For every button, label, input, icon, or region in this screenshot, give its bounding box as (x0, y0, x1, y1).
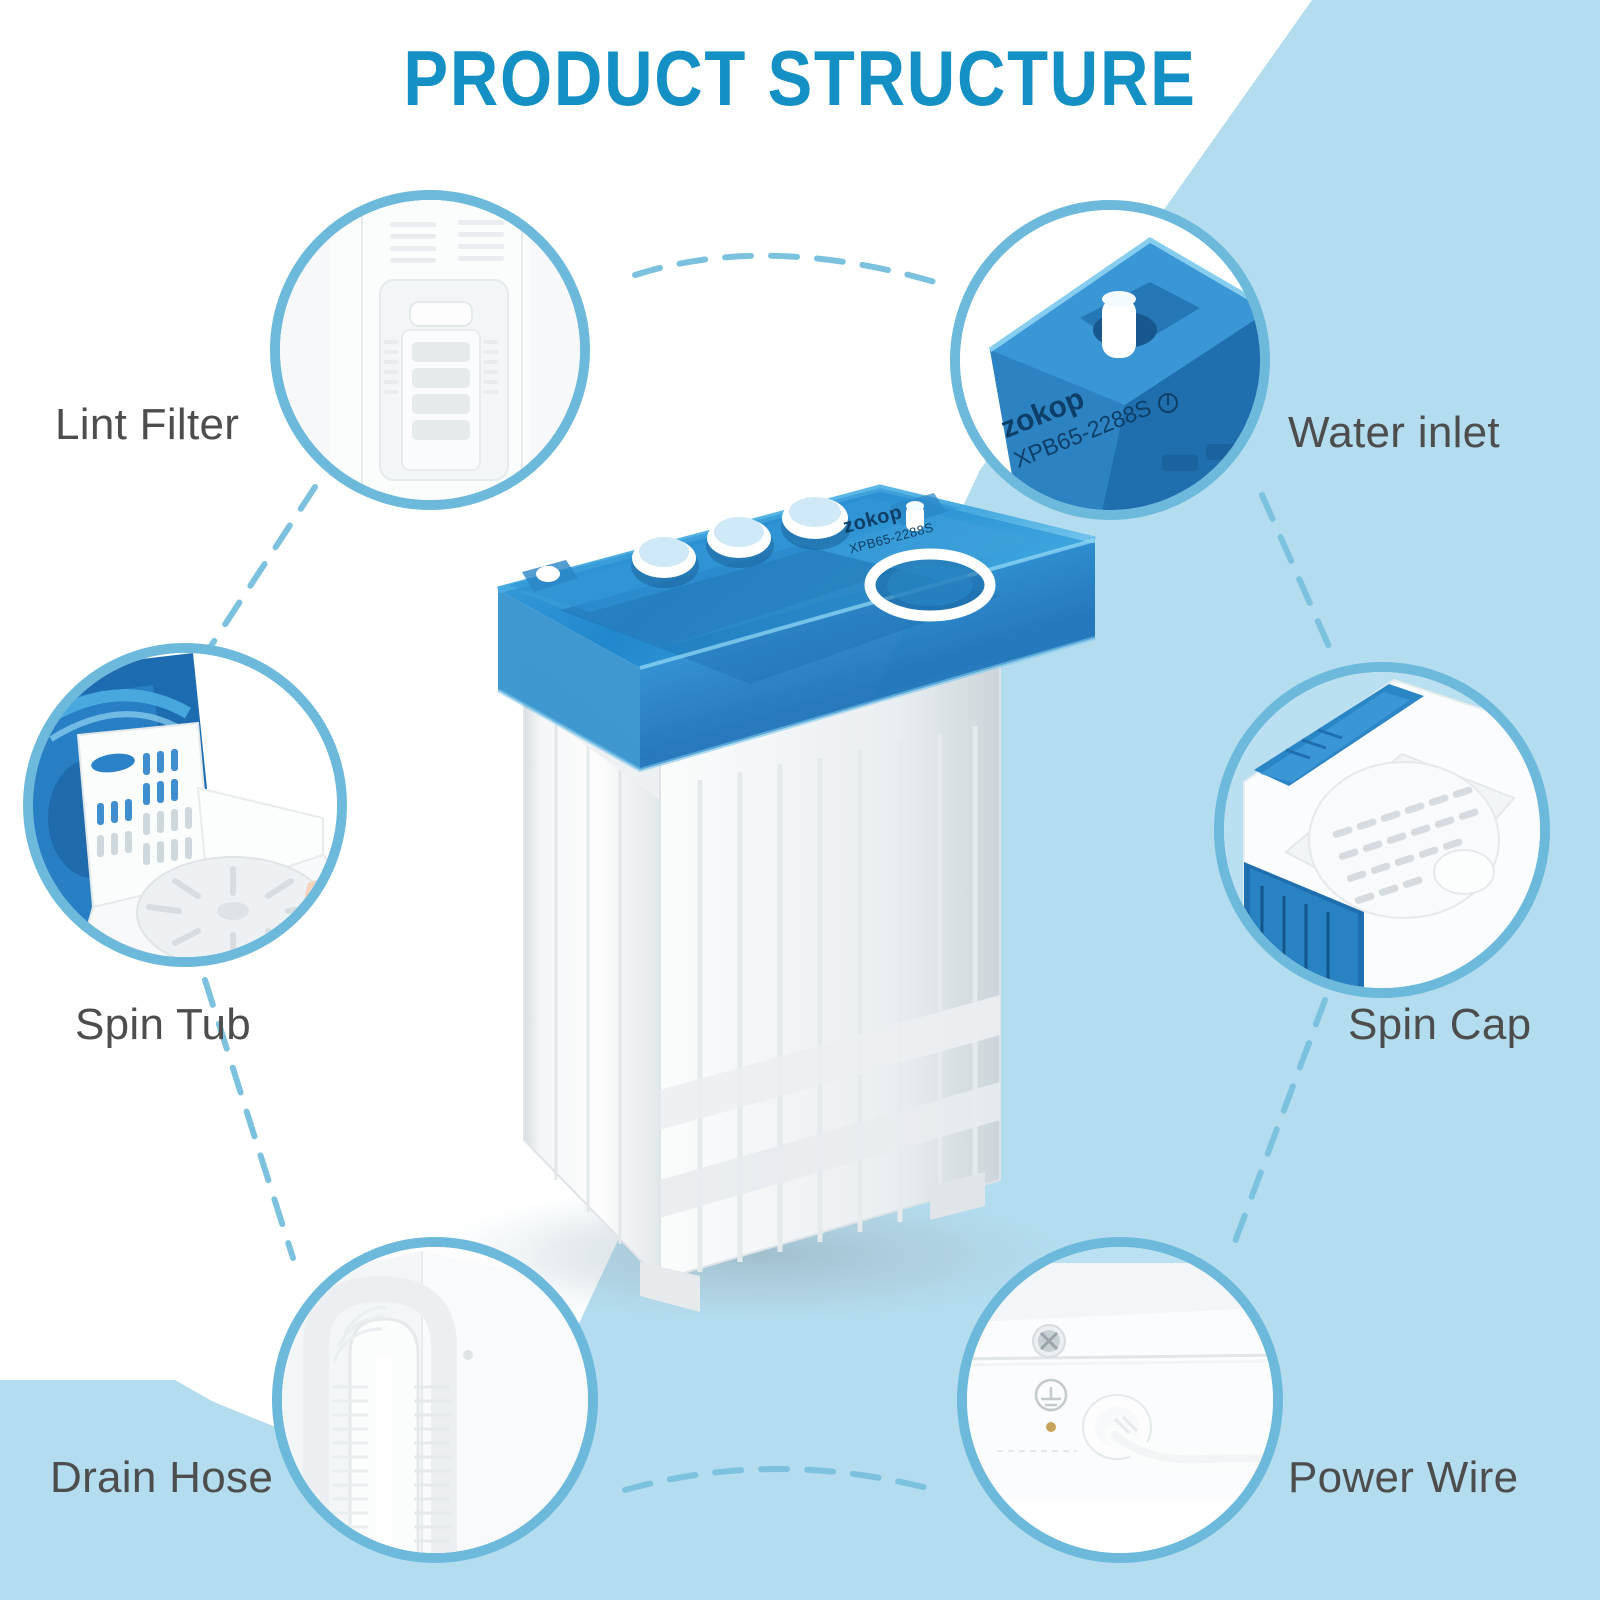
label-spin-cap: Spin Cap (1348, 1000, 1532, 1049)
power-wire-photo (967, 1247, 1273, 1553)
drain-hose-photo (282, 1247, 588, 1553)
label-spin-tub: Spin Tub (75, 1000, 252, 1049)
page-title: PRODUCT STRUCTURE (403, 34, 1197, 122)
label-power-wire: Power Wire (1288, 1453, 1519, 1502)
screw-icon (1032, 1324, 1066, 1358)
callout-spin-cap[interactable] (1214, 662, 1550, 998)
grounding-icon (1034, 1378, 1068, 1412)
callout-lint-filter[interactable] (270, 190, 590, 510)
callout-drain-hose[interactable] (272, 1237, 598, 1563)
lint-filter-photo (280, 200, 580, 500)
callout-spin-tub[interactable] (23, 643, 347, 967)
callout-water-inlet[interactable]: zokop XPB65-2288S (950, 200, 1270, 520)
water-inlet-photo: zokop XPB65-2288S (960, 210, 1260, 510)
label-water-inlet: Water inlet (1288, 408, 1500, 457)
label-drain-hose: Drain Hose (50, 1453, 274, 1502)
callout-power-wire[interactable] (957, 1237, 1283, 1563)
spin-cap-photo (1224, 672, 1540, 988)
spin-tub-photo (33, 653, 337, 957)
label-lint-filter: Lint Filter (55, 400, 240, 449)
